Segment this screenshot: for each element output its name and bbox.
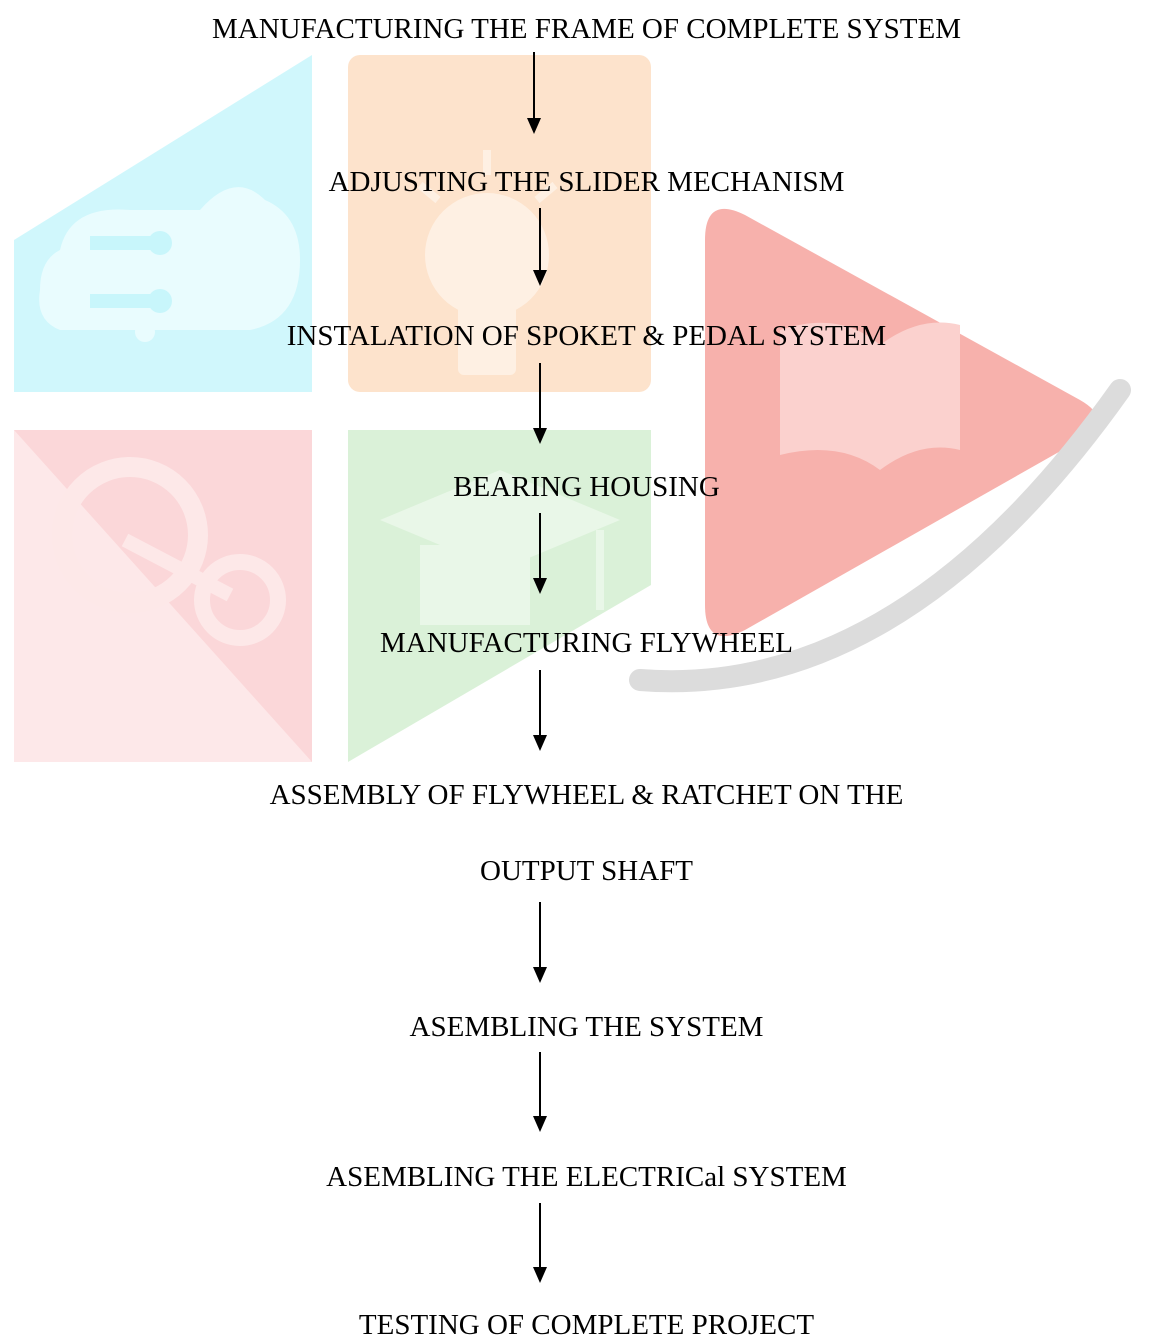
ijcrt-logo xyxy=(629,379,1131,693)
step-testing-project: TESTING OF COMPLETE PROJECT xyxy=(358,1309,815,1341)
arrow-down-icon xyxy=(533,513,547,594)
step-bearing-housing: BEARING HOUSING xyxy=(453,471,720,503)
arrow-down-icon xyxy=(527,52,541,134)
step-assembly-flywheel-ratchet: ASSEMBLY OF FLYWHEEL & RATCHET ON THE xyxy=(269,779,904,811)
arrow-down-icon xyxy=(533,1052,547,1132)
play-book-shape xyxy=(705,208,1098,637)
step-installation-spoket-pedal: INSTALATION OF SPOKET & PEDAL SYSTEM xyxy=(286,320,887,352)
step-assembly-output-shaft: OUTPUT SHAFT xyxy=(480,855,693,887)
step-asembling-system: ASEMBLING THE SYSTEM xyxy=(409,1011,764,1043)
lightbulb-tile xyxy=(348,55,651,392)
circuit-cloud-tile xyxy=(14,55,312,392)
step-manufacturing-frame: MANUFACTURING THE FRAME OF COMPLETE SYST… xyxy=(212,13,961,45)
arrow-down-icon xyxy=(533,363,547,444)
arrow-down-icon xyxy=(533,670,547,751)
arrow-down-icon xyxy=(533,1203,547,1283)
graduation-cap-tile xyxy=(348,430,651,762)
step-asembling-electrical: ASEMBLING THE ELECTRICal SYSTEM xyxy=(326,1161,847,1193)
step-adjusting-slider: ADJUSTING THE SLIDER MECHANISM xyxy=(328,166,845,198)
step-manufacturing-flywheel: MANUFACTURING FLYWHEEL xyxy=(379,627,793,659)
gears-tile xyxy=(14,430,312,762)
arrow-down-icon xyxy=(533,208,547,286)
arrow-down-icon xyxy=(533,902,547,983)
